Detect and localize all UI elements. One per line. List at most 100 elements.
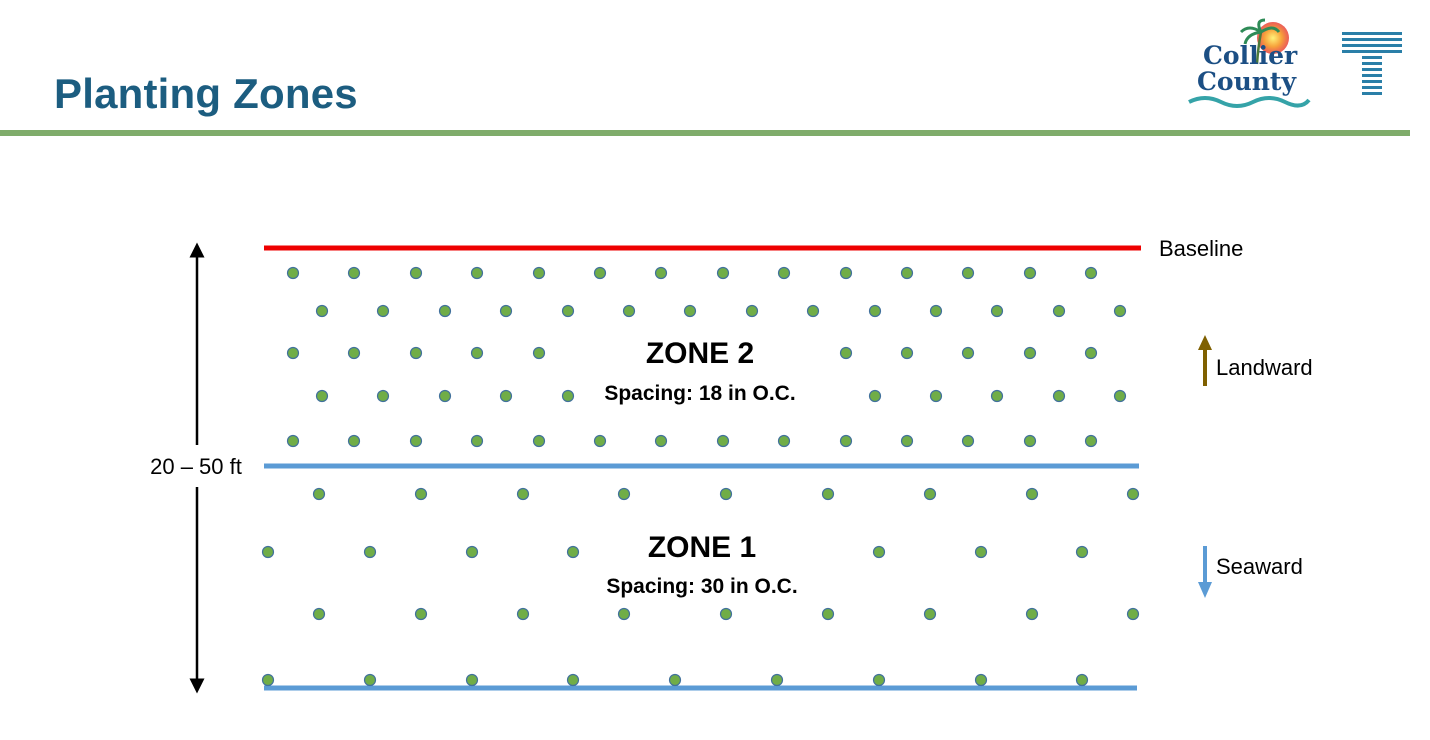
plant-dot — [923, 487, 937, 501]
plant-dot — [900, 434, 914, 448]
plant-dot — [1084, 266, 1098, 280]
plant-dot — [261, 673, 275, 687]
plant-dot — [261, 545, 275, 559]
plant-dot — [409, 266, 423, 280]
landward-arrow-icon — [1198, 335, 1212, 386]
plant-dot — [806, 304, 820, 318]
plant-dot — [839, 346, 853, 360]
plant-dot — [1023, 266, 1037, 280]
plant-dot — [561, 389, 575, 403]
plant-dot — [716, 434, 730, 448]
plant-dot — [1113, 389, 1127, 403]
plant-dot — [1052, 389, 1066, 403]
plant-dot — [961, 346, 975, 360]
plant-dot — [438, 304, 452, 318]
plant-dot — [315, 389, 329, 403]
t-logo — [1342, 32, 1402, 95]
plant-dot — [516, 607, 530, 621]
seaward-label: Seaward — [1216, 554, 1303, 579]
plant-dot — [516, 487, 530, 501]
plant-dot — [561, 304, 575, 318]
plant-dot — [470, 266, 484, 280]
plant-dot — [315, 304, 329, 318]
baseline-label: Baseline — [1159, 236, 1243, 261]
plant-dot — [1084, 346, 1098, 360]
plant-dot — [414, 487, 428, 501]
plant-dot — [347, 434, 361, 448]
plant-dot — [1075, 545, 1089, 559]
plant-dot — [470, 434, 484, 448]
plant-dot — [566, 545, 580, 559]
plant-dot — [1052, 304, 1066, 318]
logo-text-county: County — [1197, 67, 1297, 96]
plant-dot — [532, 346, 546, 360]
plant-dot — [617, 487, 631, 501]
zone-1-plants — [261, 487, 1140, 687]
plant-dot — [961, 266, 975, 280]
wave-icon — [1188, 96, 1311, 108]
plant-dot — [286, 434, 300, 448]
plant-dot — [532, 266, 546, 280]
plant-dot — [900, 346, 914, 360]
plant-dot — [376, 389, 390, 403]
plant-dot — [719, 487, 733, 501]
plant-dot — [622, 304, 636, 318]
plant-dot — [593, 434, 607, 448]
plant-dot — [1023, 434, 1037, 448]
plant-dot — [1023, 346, 1037, 360]
plant-dot — [1084, 434, 1098, 448]
plant-dot — [438, 389, 452, 403]
plant-dot — [363, 545, 377, 559]
plant-dot — [745, 304, 759, 318]
plant-dot — [900, 266, 914, 280]
collier-county-logo: Collier County — [1188, 18, 1311, 108]
plant-dot — [821, 607, 835, 621]
plant-dot — [414, 607, 428, 621]
slide-title: Planting Zones — [54, 70, 358, 117]
zone-2-title: ZONE 2 — [646, 337, 754, 370]
plant-dot — [409, 346, 423, 360]
plant-dot — [839, 434, 853, 448]
plant-dot — [347, 266, 361, 280]
plant-dot — [312, 607, 326, 621]
landward-label: Landward — [1216, 355, 1313, 380]
plant-dot — [465, 673, 479, 687]
plant-dot — [363, 673, 377, 687]
plant-dot — [929, 389, 943, 403]
plant-dot — [654, 434, 668, 448]
zone-2-plants — [286, 266, 1127, 448]
seaward-arrow-icon — [1198, 546, 1212, 598]
plant-dot — [961, 434, 975, 448]
plant-dot — [668, 673, 682, 687]
plant-dot — [990, 389, 1004, 403]
plant-dot — [470, 346, 484, 360]
plant-dot — [1113, 304, 1127, 318]
plant-dot — [465, 545, 479, 559]
plant-dot — [777, 266, 791, 280]
title-divider — [0, 130, 1410, 136]
plant-dot — [777, 434, 791, 448]
plant-dot — [376, 304, 390, 318]
logo-text-collier: Collier — [1203, 41, 1298, 70]
width-label: 20 – 50 ft — [150, 454, 242, 479]
zone-1-title: ZONE 1 — [648, 531, 756, 564]
plant-dot — [839, 266, 853, 280]
plant-dot — [770, 673, 784, 687]
plant-dot — [990, 304, 1004, 318]
plant-dot — [868, 389, 882, 403]
plant-dot — [923, 607, 937, 621]
plant-dot — [974, 545, 988, 559]
plant-dot — [593, 266, 607, 280]
plant-dot — [409, 434, 423, 448]
plant-dot — [1025, 607, 1039, 621]
plant-dot — [347, 346, 361, 360]
plant-dot — [683, 304, 697, 318]
plant-dot — [286, 266, 300, 280]
plant-dot — [499, 304, 513, 318]
plant-dot — [872, 545, 886, 559]
plant-dot — [532, 434, 546, 448]
plant-dot — [872, 673, 886, 687]
plant-dot — [566, 673, 580, 687]
plant-dot — [821, 487, 835, 501]
